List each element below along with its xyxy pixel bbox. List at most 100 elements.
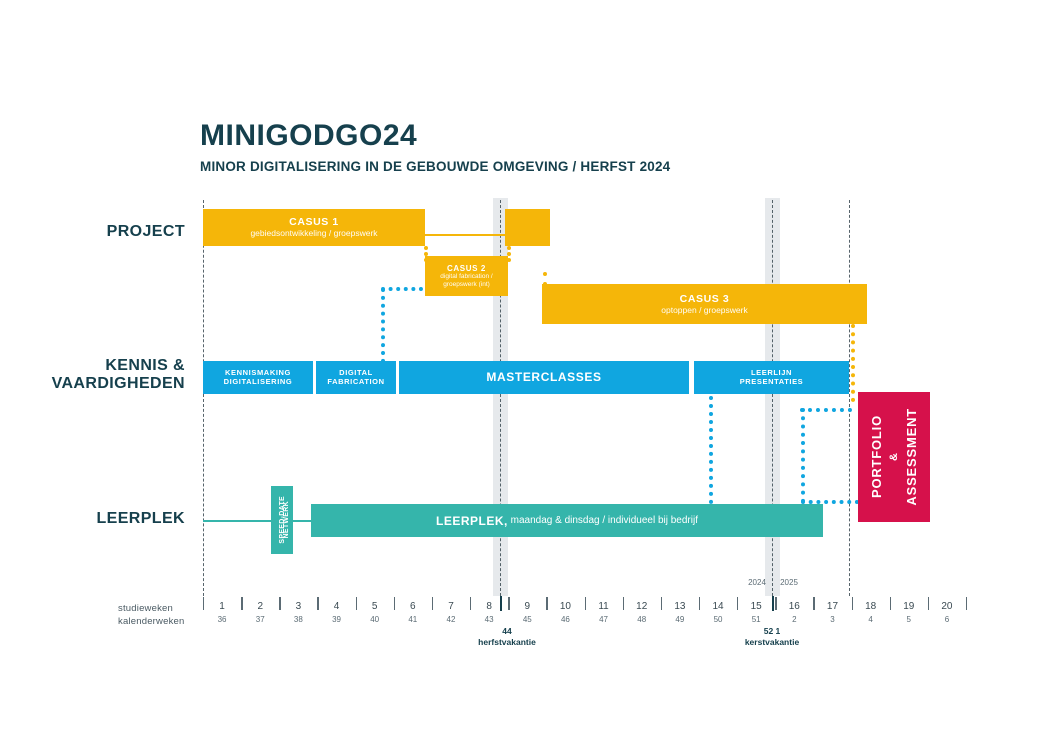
calendar-week-42: 42 <box>446 615 456 624</box>
guide-line-start <box>203 200 204 596</box>
study-week-16: 16 <box>788 601 800 612</box>
axis-tick <box>203 597 205 610</box>
connector-leerplek-riser <box>709 396 713 504</box>
bar-leerlijn-line2: PRESENTATIES <box>739 376 804 386</box>
bar-leerplek-main[interactable]: LEERPLEK, maandag & dinsdag / individuee… <box>311 504 823 537</box>
row-label-project: PROJECT <box>106 223 185 240</box>
study-week-18: 18 <box>865 601 877 612</box>
connector-leerplek-start <box>203 520 313 522</box>
study-week-14: 14 <box>712 601 724 612</box>
axis-tick <box>927 597 930 610</box>
calendar-week-6: 6 <box>944 615 950 624</box>
connector-leerlijn-to-portfolio-h <box>800 408 852 412</box>
calendar-week-50: 50 <box>713 615 723 624</box>
axis-tick <box>660 597 663 610</box>
study-week-3: 3 <box>295 601 302 612</box>
connector-casus1-to-block <box>420 234 550 236</box>
calendar-week-36: 36 <box>217 615 227 624</box>
calendar-week-49: 49 <box>675 615 685 624</box>
row-label-kennis-vaardigheden: KENNIS & VAARDIGHEDEN <box>25 357 185 394</box>
connector-digifab-to-casus2 <box>381 287 423 291</box>
connector-casus3-to-portfolio <box>851 324 855 402</box>
axis-tick <box>966 597 968 610</box>
study-week-10: 10 <box>559 601 571 612</box>
bar-casus-3[interactable]: CASUS 3 optoppen / groepswerk <box>542 284 867 324</box>
axis-label-studieweken: studieweken <box>118 603 174 614</box>
page-subtitle: MINOR DIGITALISERING IN DE GEBOUWDE OMGE… <box>200 158 671 174</box>
bar-kennismaking-line2: DIGITALISERING <box>223 376 293 386</box>
bar-masterclasses[interactable]: MASTERCLASSES <box>399 361 689 394</box>
leerplek-main-bold: LEERPLEK, <box>436 513 508 528</box>
axis-tick <box>470 597 472 610</box>
calendar-week-40: 40 <box>370 615 380 624</box>
bar-kennismaking-digitalisering[interactable]: KENNISMAKING DIGITALISERING <box>203 361 313 394</box>
calendar-week-47: 47 <box>599 615 609 624</box>
study-week-6: 6 <box>410 601 416 612</box>
axis-tick <box>775 597 777 610</box>
calendar-week-38: 38 <box>293 615 303 624</box>
bar-casus-3-title: CASUS 3 <box>679 292 730 305</box>
calendar-week-37: 37 <box>255 615 265 624</box>
calendar-week-41: 41 <box>408 615 418 624</box>
assessment-label: ASSESSMENT <box>904 408 919 506</box>
calendar-week-2: 2 <box>792 615 797 624</box>
calendar-week-45: 45 <box>522 615 532 624</box>
bar-leerlijn-line1: LEERLIJN <box>750 367 793 377</box>
bar-leerlijn-presentaties[interactable]: LEERLIJN PRESENTATIES <box>694 361 849 394</box>
connector-casus1-drop <box>424 246 428 262</box>
study-week-7: 7 <box>448 601 454 612</box>
bar-speed-date-netwerk[interactable]: SPEED-DATE NETWERK <box>271 486 293 554</box>
axis-tick <box>431 597 434 610</box>
study-week-13: 13 <box>674 601 686 612</box>
bar-casus-2-title: CASUS 2 <box>447 263 486 273</box>
axis-tick <box>317 597 319 610</box>
study-week-8: 8 <box>486 601 492 612</box>
speed-date-line2: NETWERK <box>283 501 290 539</box>
study-week-2: 2 <box>257 601 263 612</box>
study-week-17: 17 <box>826 601 839 612</box>
axis-tick <box>851 597 853 610</box>
axis-tick <box>889 597 892 610</box>
bar-casus-1[interactable]: CASUS 1 gebiedsontwikkeling / groepswerk <box>203 209 425 246</box>
axis-tick <box>584 597 586 610</box>
bar-casus-2-subtitle-line2: groepswerk (int) <box>443 280 490 288</box>
axis-tick <box>279 597 281 610</box>
axis-tick <box>737 597 739 610</box>
holiday-name: kerstvakantie <box>744 637 800 648</box>
bar-digital-fabrication[interactable]: DIGITAL FABRICATION <box>316 361 396 394</box>
year-marker-2025: 2025 <box>780 578 798 587</box>
axis-tick-vacation <box>772 596 774 611</box>
connector-leerplek-to-portfolio-h <box>801 500 859 504</box>
axis-tick <box>546 597 548 610</box>
calendar-week-43: 43 <box>484 615 494 624</box>
guide-line-end <box>849 200 850 596</box>
calendar-week-48: 48 <box>637 615 647 624</box>
axis-tick <box>241 597 243 610</box>
block-portfolio-assessment[interactable]: PORTFOLIO & ASSESSMENT <box>858 392 930 522</box>
holiday-name: herfstvakantie <box>478 637 536 648</box>
bar-casus-1-tail[interactable] <box>505 209 550 246</box>
bar-digital-fabrication-line2: FABRICATION <box>327 376 385 386</box>
connector-casus3-riser <box>543 272 547 286</box>
axis-label-kalenderweken: kalenderweken <box>118 616 185 627</box>
header: MINIGODGO24 MINOR DIGITALISERING IN DE G… <box>200 120 670 174</box>
bar-casus-1-subtitle: gebiedsontwikkeling / groepswerk <box>250 228 378 239</box>
study-week-20: 20 <box>941 601 953 612</box>
bar-casus-2[interactable]: CASUS 2 digital fabrication / groepswerk… <box>425 256 508 296</box>
leerplek-main-subtitle: maandag & dinsdag / individueel bij bedr… <box>507 515 698 526</box>
calendar-week-5: 5 <box>906 615 911 624</box>
row-label-kennis-line1: KENNIS & <box>105 357 185 374</box>
study-week-19: 19 <box>903 601 915 612</box>
axis-tick <box>355 597 357 610</box>
axis-tick <box>813 597 815 610</box>
connector-casus1-tail-drop <box>507 246 511 262</box>
axis-tick <box>508 597 510 610</box>
guide-line-herfst <box>500 200 501 596</box>
holiday-week-number: 52 1 <box>763 626 781 636</box>
guide-line-kerst <box>772 200 773 596</box>
axis-tick <box>622 597 625 610</box>
calendar-week-39: 39 <box>332 615 341 624</box>
